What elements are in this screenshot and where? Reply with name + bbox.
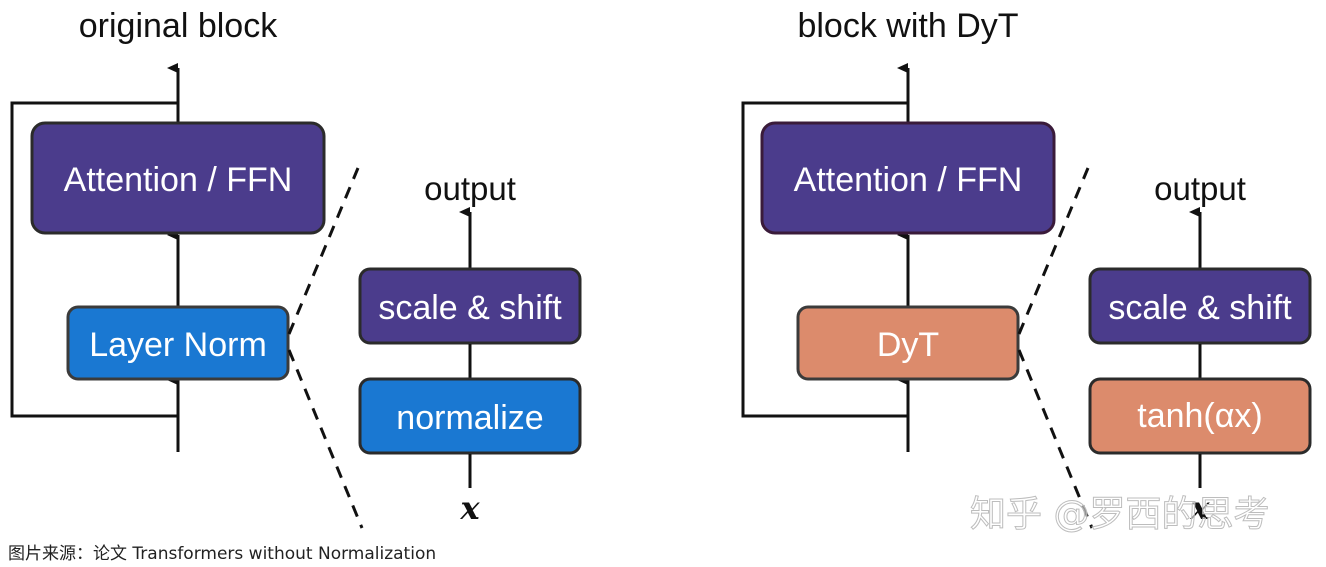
- right-dyt-block: DyT: [796, 305, 1020, 381]
- right-attention-ffn-label: Attention / FFN: [794, 161, 1023, 199]
- right-detail-view: output scale & shift tanh(αx) x: [1088, 170, 1312, 527]
- left-layer-norm-label: Layer Norm: [89, 326, 267, 364]
- left-scale-shift-block: scale & shift: [358, 267, 582, 345]
- right-output-label: output: [1154, 170, 1246, 207]
- left-detail-view: output scale & shift normalize x: [358, 170, 582, 527]
- left-input-x-label: x: [459, 489, 480, 527]
- right-panel: block with DyT Attention / FFN DyT outpu…: [741, 7, 1312, 529]
- right-zoom-dash-bottom: [1017, 349, 1094, 529]
- left-attention-ffn-label: Attention / FFN: [64, 161, 293, 199]
- left-attention-ffn-block: Attention / FFN: [30, 121, 326, 235]
- right-panel-title: block with DyT: [797, 7, 1018, 45]
- left-layer-norm-block: Layer Norm: [66, 305, 290, 381]
- left-panel-title: original block: [79, 7, 278, 45]
- right-tanh-label: tanh(αx): [1137, 397, 1262, 435]
- left-normalize-block: normalize: [358, 377, 582, 455]
- left-panel: original block Attention / FFN Layer Nor…: [10, 7, 582, 529]
- right-scale-shift-block: scale & shift: [1088, 267, 1312, 345]
- left-normalize-label: normalize: [396, 399, 543, 437]
- zhihu-watermark: 知乎 @罗西的思考: [970, 494, 1269, 535]
- image-source-caption: 图片来源：论文 Transformers without Normalizati…: [8, 544, 437, 564]
- left-zoom-dash-bottom: [287, 349, 364, 529]
- right-zoom-dash-top: [1017, 167, 1090, 335]
- left-output-label: output: [424, 170, 516, 207]
- right-dyt-label: DyT: [877, 326, 939, 364]
- right-attention-ffn-block: Attention / FFN: [760, 121, 1056, 235]
- left-zoom-dash-top: [287, 167, 360, 335]
- left-scale-shift-label: scale & shift: [378, 289, 562, 327]
- right-scale-shift-label: scale & shift: [1108, 289, 1292, 327]
- right-input-x-label: x: [1189, 489, 1210, 527]
- right-tanh-block: tanh(αx): [1088, 377, 1312, 455]
